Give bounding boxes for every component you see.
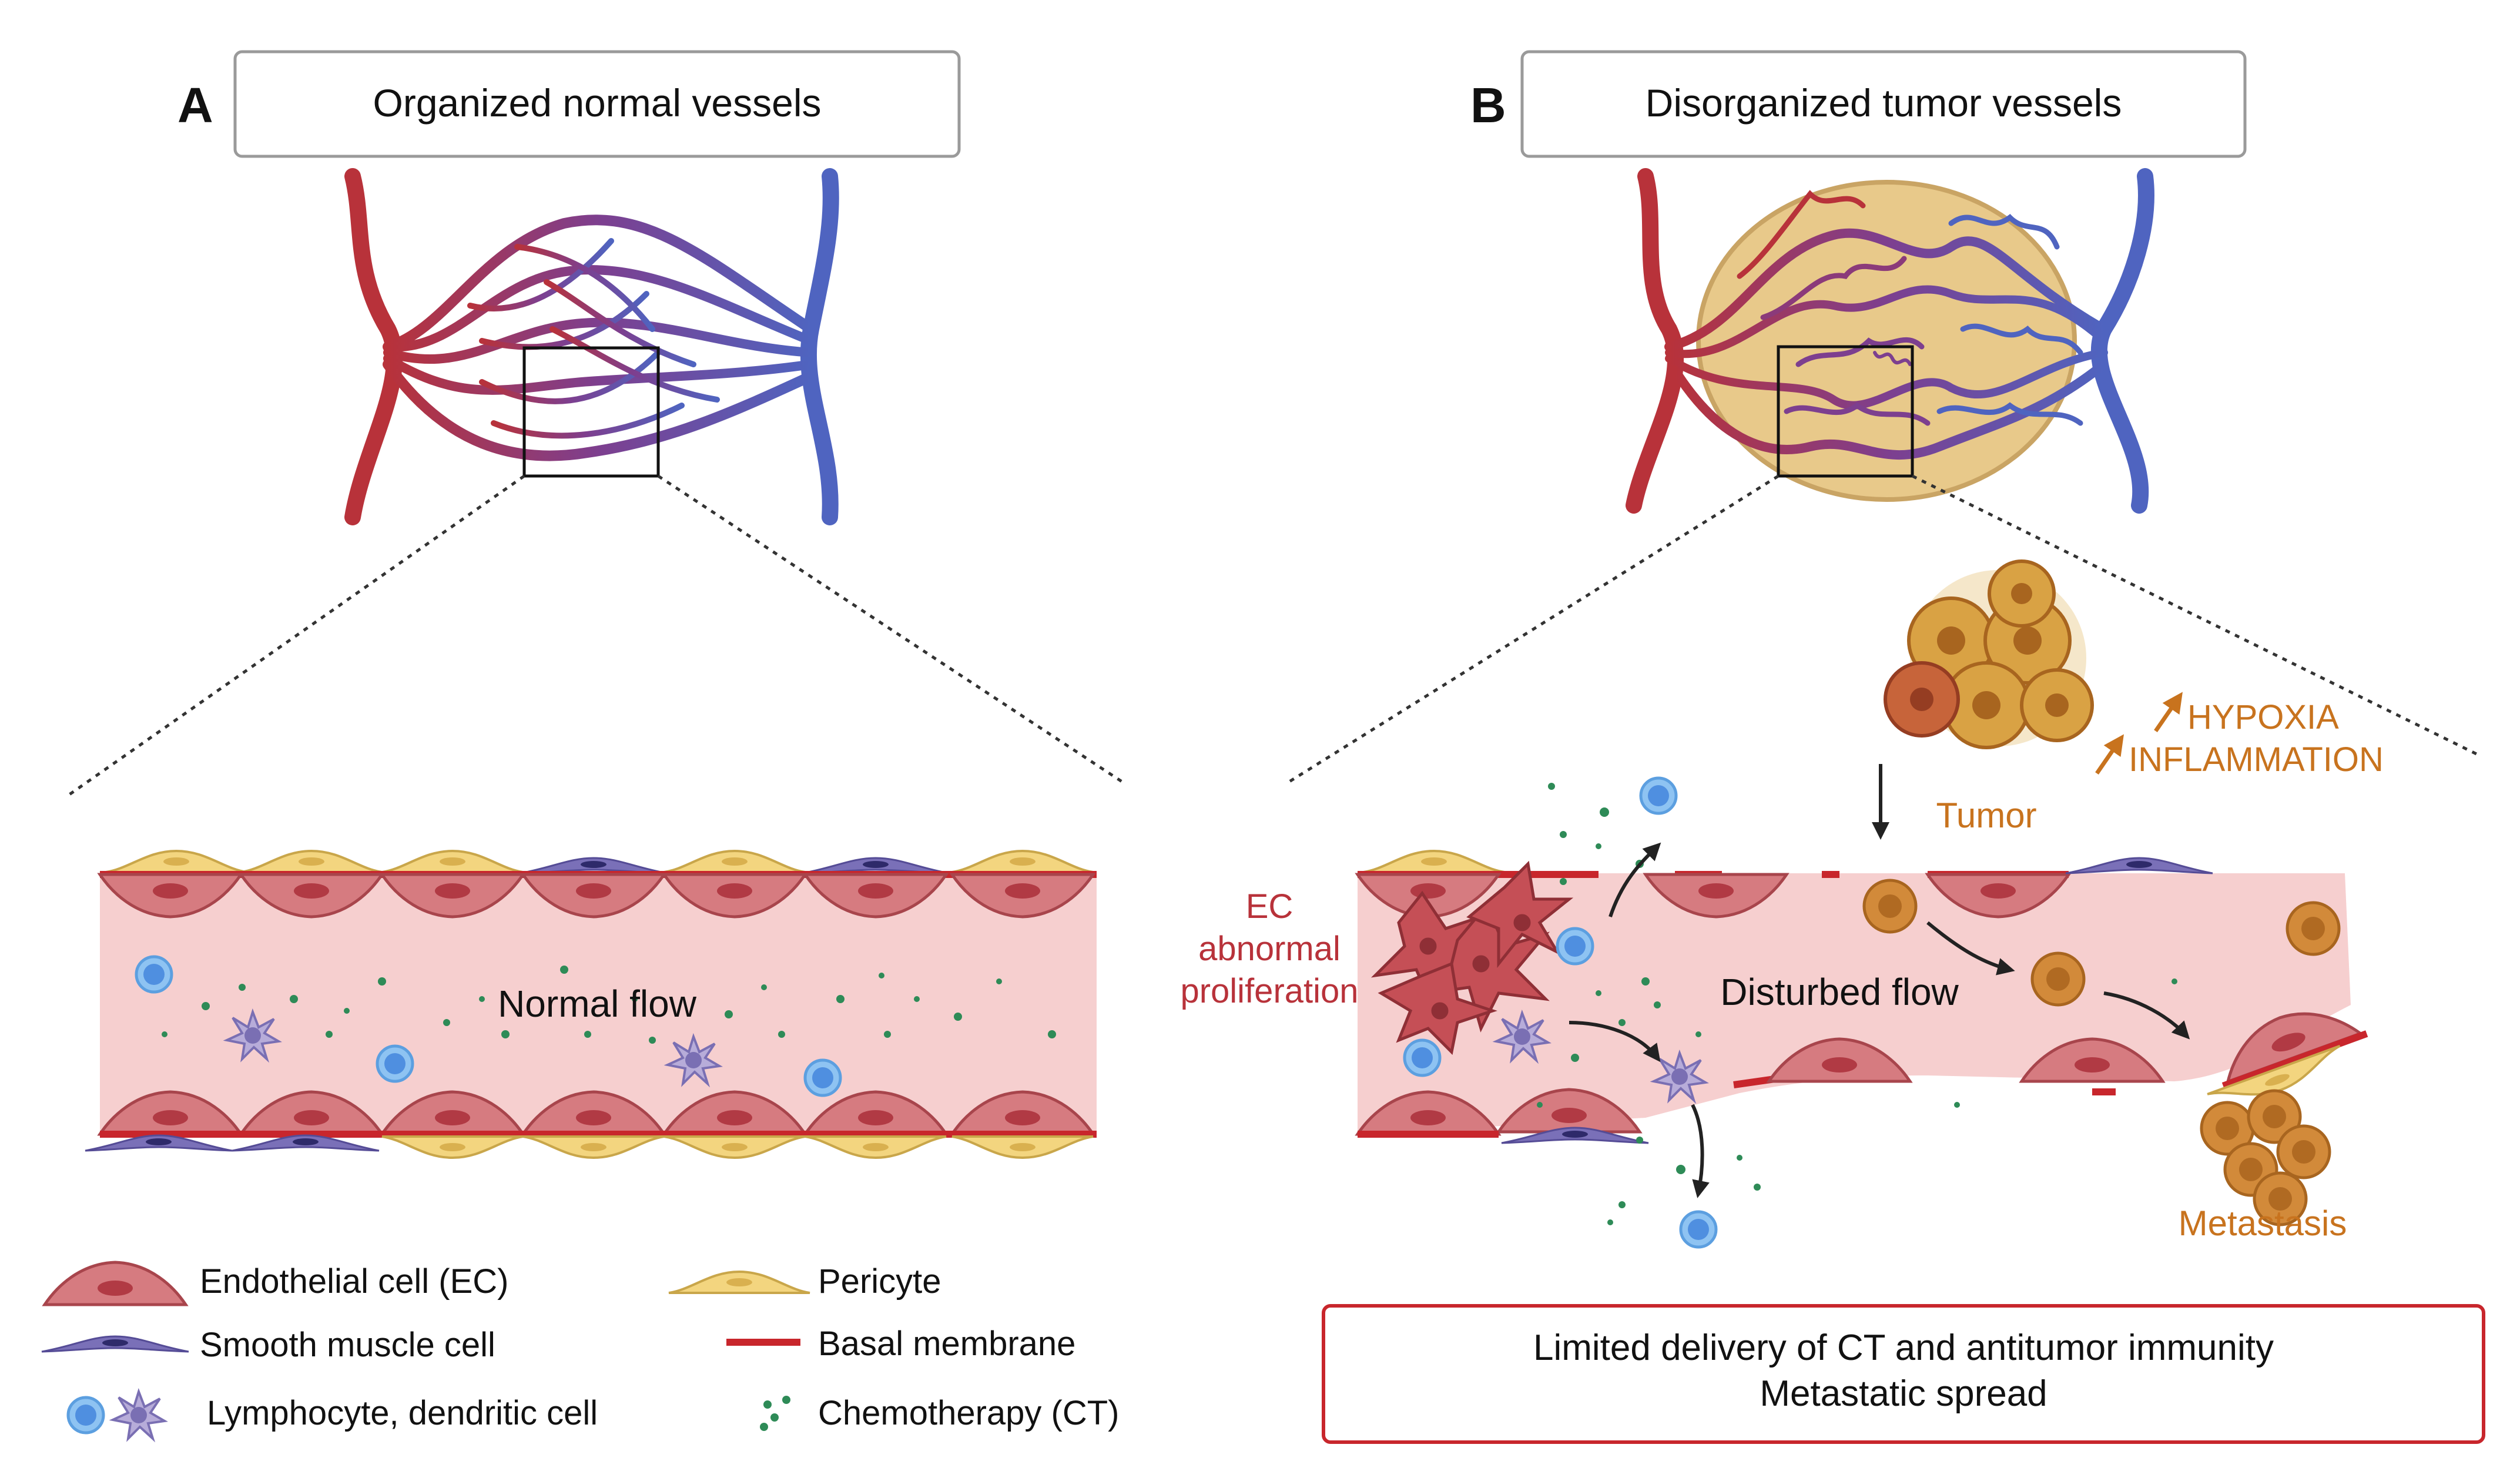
ec-label-line3: proliferation [1180,972,1358,1010]
lymphocyte [805,1060,840,1095]
normal-flow-label: Normal flow [498,983,697,1025]
circulating-tumor-cell [2032,953,2084,1005]
panel-b-zoom-box [1777,345,1914,478]
legend-dendritic-icon [112,1390,166,1440]
lymphocyte [1405,1040,1440,1075]
tumor-cluster [1884,559,2094,749]
disturbed-flow-label: Disturbed flow [1720,971,1959,1013]
inflammation-up-arrow [2095,734,2124,775]
lymphocyte [1641,778,1676,813]
chemotherapy-dots [162,966,1056,1044]
conclusion-line1: Limited delivery of CT and antitumor imm… [1533,1328,2274,1368]
zoom-line-a-left [68,474,525,796]
legend-immune-label: Lymphocyte, dendritic cell [207,1394,598,1432]
legend-chemo-label: Chemotherapy (CT) [818,1394,1119,1432]
normal-vessel-zoom: Normal flow [84,850,1097,1159]
chemotherapy-dots-b [1537,783,2177,1225]
legend-smooth-muscle-label: Smooth muscle cell [200,1326,495,1364]
legend-pericyte-icon [668,1271,811,1294]
circulating-tumor-cell [1864,880,1916,932]
panel-b-title-box [1520,50,2247,158]
lymphocyte [1681,1212,1716,1247]
legend-endothelial-icon [45,1262,186,1305]
legend-basal-membrane-label: Basal membrane [818,1325,1075,1363]
panel-b-title: Disorganized tumor vessels [1646,81,2122,125]
tumor-vessel-zoom: Disturbed flow [1358,764,2368,1247]
panel-a-letter: A [177,78,213,133]
ec-label-line2: abnormal [1198,930,1341,968]
hypoxia-label: HYPOXIA [2187,698,2339,736]
zoom-line-a-right [657,474,1125,785]
hypoxia-up-arrow [2154,692,2183,732]
circulating-tumor-cell [2287,903,2339,954]
legend-pericyte-label: Pericyte [818,1262,941,1301]
conclusion-line2: Metastatic spread [1760,1373,2047,1414]
legend-lymphocyte-icon [68,1397,103,1433]
panel-a-zoom-box [522,346,660,478]
inflammation-label: INFLAMMATION [2129,740,2384,779]
conclusion-box [1322,1304,2485,1444]
ec-proliferation-cluster [1370,860,1574,1055]
panel-a-title-box [233,50,961,158]
tumor-label: Tumor [1936,796,2036,835]
lymphocyte [377,1046,413,1081]
legend-endothelial-label: Endothelial cell (EC) [200,1262,508,1301]
lymphocyte [1557,929,1593,964]
tumor-mass [1696,180,2077,502]
zoom-line-b-left [1288,474,1780,783]
tumor-vessel-network [1626,168,2154,514]
metastasis-label: Metastasis [2179,1204,2347,1243]
panel-a-title: Organized normal vessels [373,81,822,125]
legend-smooth-muscle-icon [41,1335,190,1353]
ec-label-line1: EC [1246,887,1293,926]
legend: Endothelial cell (EC) Pericyte Smooth mu… [41,1262,1119,1440]
panel-b-letter: B [1470,78,1506,133]
lymphocyte [136,957,172,992]
legend-chemo-icon [760,1396,790,1431]
